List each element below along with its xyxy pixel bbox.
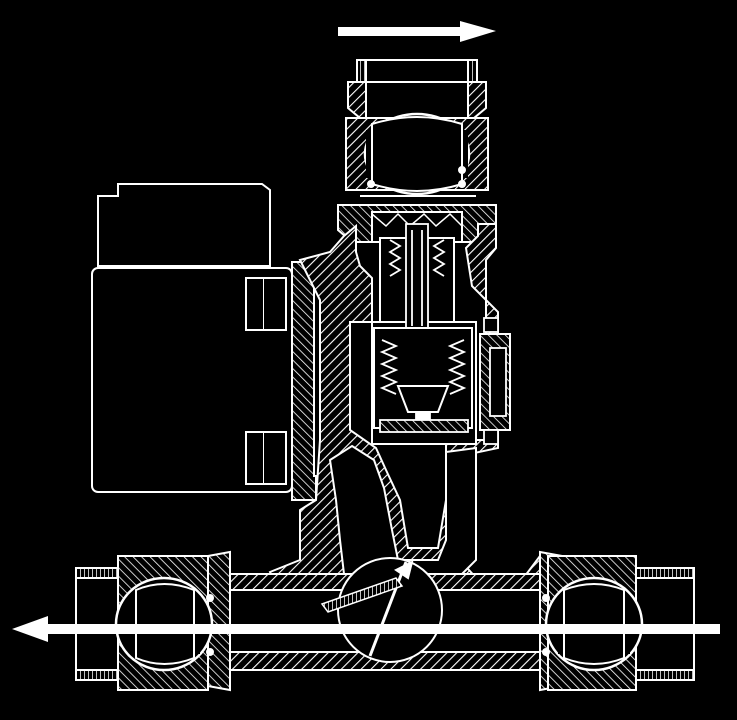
impeller	[320, 557, 443, 663]
upper-outlet-ball-valve	[337, 59, 497, 243]
left-ball-valve	[75, 555, 214, 691]
upper-flow-arrow	[338, 21, 496, 42]
lower-flow-arrow	[12, 616, 720, 642]
motor-housing	[91, 183, 317, 501]
right-ball-valve	[542, 555, 695, 691]
check-valve-cartridge	[373, 223, 511, 445]
